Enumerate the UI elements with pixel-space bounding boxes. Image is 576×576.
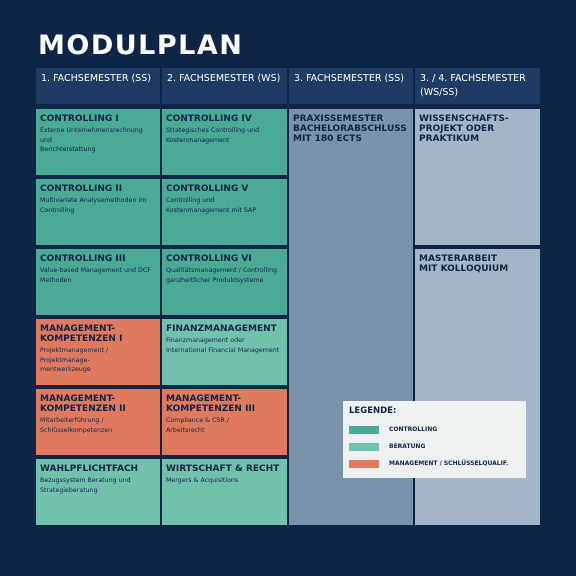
legend-label: MANAGEMENT / SCHLÜSSELQUALIF. xyxy=(389,460,509,467)
module-title: WIRTSCHAFT & RECHT xyxy=(166,464,280,474)
module-description: Externe Unternehmensrechnung und Bericht… xyxy=(40,127,143,153)
module-box: WIRTSCHAFT & RECHT Mergers & Acquisition… xyxy=(162,459,287,525)
legend-label: CONTROLLING xyxy=(389,426,438,433)
module-description: Qualitätsmanagement / Controlling ganzhe… xyxy=(166,267,277,284)
module-description: Strategisches Controlling und Kostenmana… xyxy=(166,127,260,144)
legend-swatch xyxy=(349,459,379,468)
module-title: CONTROLLING II xyxy=(40,184,123,194)
module-box: MANAGEMENT- KOMPETENZEN I Projektmanagem… xyxy=(36,319,160,385)
module-title: CONTROLLING I xyxy=(40,114,119,124)
module-description: Bezugssystem Beratung und Strategieberat… xyxy=(40,477,131,494)
module-title: CONTROLLING V xyxy=(166,184,249,194)
module-description: Mergers & Acquisitions xyxy=(166,477,239,484)
module-box: CONTROLLING IV Strategisches Controlling… xyxy=(162,109,287,175)
module-box: FINANZMANAGEMENT Finanzmanagement oder I… xyxy=(162,319,287,385)
legend-item-controlling: CONTROLLING xyxy=(349,422,520,437)
legend: LEGENDE: CONTROLLING BERATUNG MANAGEMENT… xyxy=(343,401,526,478)
column-header-semester-2: 2. FACHSEMESTER (WS) xyxy=(162,68,287,104)
module-description: Value-based Management und DCF Methoden xyxy=(40,267,151,284)
module-title: MANAGEMENT- KOMPETENZEN II xyxy=(40,394,126,414)
module-title: CONTROLLING VI xyxy=(166,254,252,264)
page-title: MODULPLAN xyxy=(38,30,244,61)
module-box-wissenschaftsprojekt: WISSENSCHAFTS- PROJEKT ODER PRAKTIKUM xyxy=(415,109,540,245)
column-header-semester-3: 3. FACHSEMESTER (SS) xyxy=(289,68,413,104)
module-title: CONTROLLING IV xyxy=(166,114,252,124)
module-description: Projektmanagement / Projektmanage- mentw… xyxy=(40,347,109,373)
legend-item-beratung: BERATUNG xyxy=(349,439,520,454)
module-box: CONTROLLING I Externe Unternehmensrechnu… xyxy=(36,109,160,175)
module-box: CONTROLLING III Value-based Management u… xyxy=(36,249,160,315)
module-description: Multivariate Analysemethoden im Controll… xyxy=(40,197,147,214)
column-header-semester-3-4: 3. / 4. FACHSEMESTER (WS/SS) xyxy=(415,68,540,104)
legend-swatch xyxy=(349,425,379,434)
module-title: MANAGEMENT- KOMPETENZEN I xyxy=(40,324,123,344)
column-header-semester-1: 1. FACHSEMESTER (SS) xyxy=(36,68,160,104)
module-title: MASTERARBEIT MIT KOLLOQUIUM xyxy=(419,254,509,274)
module-description: Compliance & CSR / Arbeitsrecht xyxy=(166,417,229,434)
module-box: CONTROLLING VI Qualitätsmanagement / Con… xyxy=(162,249,287,315)
legend-item-management: MANAGEMENT / SCHLÜSSELQUALIF. xyxy=(349,456,520,471)
module-box: MANAGEMENT- KOMPETENZEN II Mitarbeiterfü… xyxy=(36,389,160,455)
module-title: FINANZMANAGEMENT xyxy=(166,324,277,334)
module-description: Finanzmanagement oder International Fina… xyxy=(166,337,280,354)
module-title: PRAXISSEMESTER BACHELORABSCHLUSS MIT 180… xyxy=(293,114,407,144)
legend-label: BERATUNG xyxy=(389,443,426,450)
module-title: MANAGEMENT- KOMPETENZEN III xyxy=(166,394,256,414)
module-title: CONTROLLING III xyxy=(40,254,126,264)
module-description: Mitarbeiterführung / Schlüsselkompetenze… xyxy=(40,417,113,434)
module-description: Controlling und Kostenmanagement mit SAP xyxy=(166,197,257,214)
module-box: MANAGEMENT- KOMPETENZEN III Compliance &… xyxy=(162,389,287,455)
module-box: WAHLPFLICHTFACH Bezugssystem Beratung un… xyxy=(36,459,160,525)
module-box: CONTROLLING II Multivariate Analysemetho… xyxy=(36,179,160,245)
module-title: WAHLPFLICHTFACH xyxy=(40,464,139,474)
module-title: WISSENSCHAFTS- PROJEKT ODER PRAKTIKUM xyxy=(419,114,509,144)
module-box-masterarbeit: MASTERARBEIT MIT KOLLOQUIUM xyxy=(415,249,540,525)
module-box: CONTROLLING V Controlling und Kostenmana… xyxy=(162,179,287,245)
legend-title: LEGENDE: xyxy=(349,406,397,416)
legend-swatch xyxy=(349,442,379,451)
